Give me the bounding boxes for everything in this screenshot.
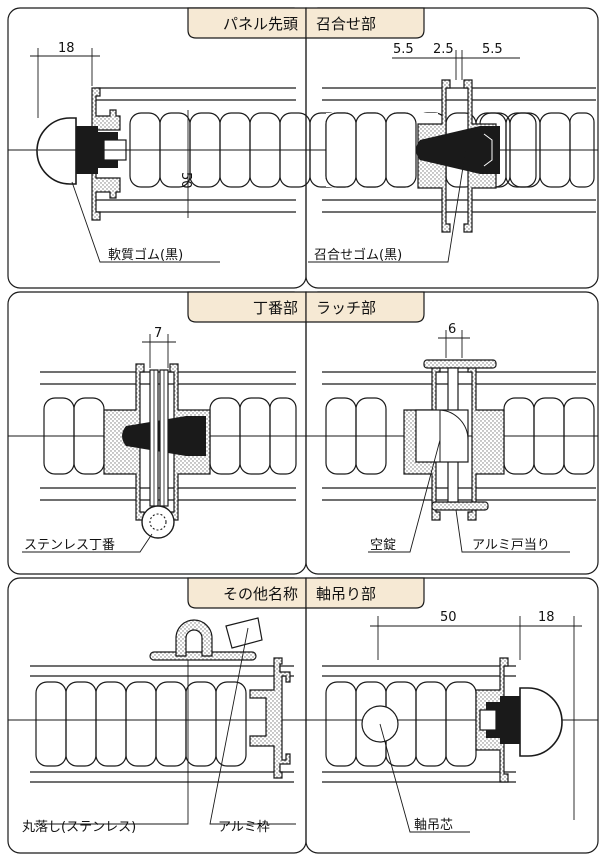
label-drop-bolt: 丸落し(ステンレス) [22,820,136,835]
panel-head-drawing: 18 50 軟質ゴム(黒) [8,41,341,263]
label-stainless-hinge: ステンレス丁番 [24,538,115,553]
dim-6: 6 [448,322,456,337]
dim-7: 7 [154,326,162,341]
section-tabs [187,7,425,609]
title-hinge: 丁番部 [253,299,298,317]
dim-5-5-right: 5.5 [482,42,503,57]
dim-5-5-left: 5.5 [393,42,414,57]
hinge-drawing: 7 ステンレス丁番 [8,326,306,553]
title-meeting: 召合せ部 [316,15,376,33]
title-other: その他名称 [223,585,298,603]
other-drawing: 丸落し(ステンレス) アルミ枠 [8,617,306,835]
dim-18-pivot: 18 [538,610,555,625]
dim-50-pivot: 50 [440,610,457,625]
title-pivot: 軸吊り部 [316,585,376,603]
title-panel-head: パネル先頭 [223,15,298,33]
label-soft-rubber: 軟質ゴム(黒) [108,247,183,263]
section-titles: パネル先頭 召合せ部 丁番部 ラッチ部 その他名称 軸吊り部 [223,15,376,603]
label-latch-lock: 空錠 [370,538,396,553]
dim-50: 50 [178,172,193,189]
dim-18: 18 [58,41,75,56]
title-latch: ラッチ部 [316,299,376,317]
label-pivot-core: 軸吊芯 [414,818,453,833]
dim-2-5: 2.5 [433,42,454,57]
latch-drawing: 6 空錠 アルミ戸当り [306,322,598,553]
label-meeting-rubber: 召合せゴム(黒) [314,247,402,263]
meeting-drawing: 5.5 2.5 5.5 召合せゴム(黒) [306,42,598,263]
pivot-drawing: 50 18 軸吊芯 [306,610,598,833]
label-aluminium-stop: アルミ戸当り [472,538,550,553]
label-aluminium-frame: アルミ枠 [218,820,270,835]
panel-frames [7,7,599,854]
